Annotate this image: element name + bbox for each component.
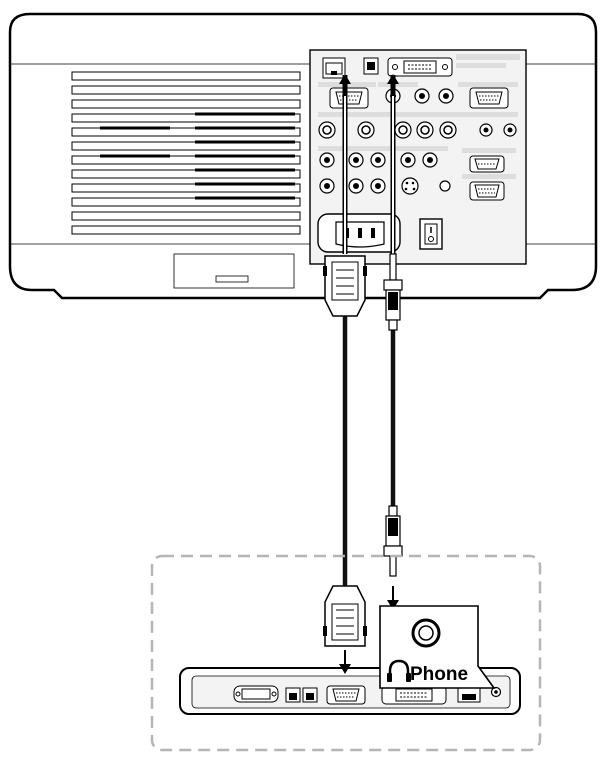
vent-dark-segments (100, 112, 295, 200)
computer-2-vga-port (458, 82, 518, 109)
s-video-port (401, 177, 419, 195)
vga-plug-top (323, 255, 367, 317)
bnc-connectors (318, 112, 518, 139)
vga-plug-bottom (323, 585, 367, 647)
laptop-serial-port (233, 685, 279, 703)
usb-port (363, 57, 379, 75)
power-switch (419, 218, 443, 250)
monitor-out-port (462, 174, 516, 201)
audio-jack (414, 88, 454, 104)
laptop-lan-ports (285, 687, 318, 703)
rca-connectors (318, 146, 448, 168)
laptop-vga-port (326, 685, 366, 705)
audio-plug-bottom (383, 505, 403, 577)
arrow-up-vga-icon (339, 74, 351, 96)
rca-connectors-3 (319, 178, 386, 194)
remote-jack (439, 180, 451, 192)
rs232c-port (462, 148, 516, 173)
arrow-up-audio-icon (387, 74, 399, 96)
phone-label: Phone (410, 664, 468, 685)
arrow-down-vga-icon (339, 650, 351, 674)
lan-port (322, 57, 346, 79)
audio-plug-top (383, 253, 403, 331)
phone-jack-callout: Phone (379, 605, 496, 689)
dvi-port (387, 57, 453, 77)
ac-inlet (317, 213, 401, 253)
headphones-icon (387, 659, 411, 682)
vent-grille (71, 71, 301, 235)
laptop-dvi-port (381, 685, 447, 705)
arrow-down-audio-icon (387, 586, 399, 610)
connector-panel (309, 49, 527, 265)
lamp-cover (173, 253, 295, 289)
